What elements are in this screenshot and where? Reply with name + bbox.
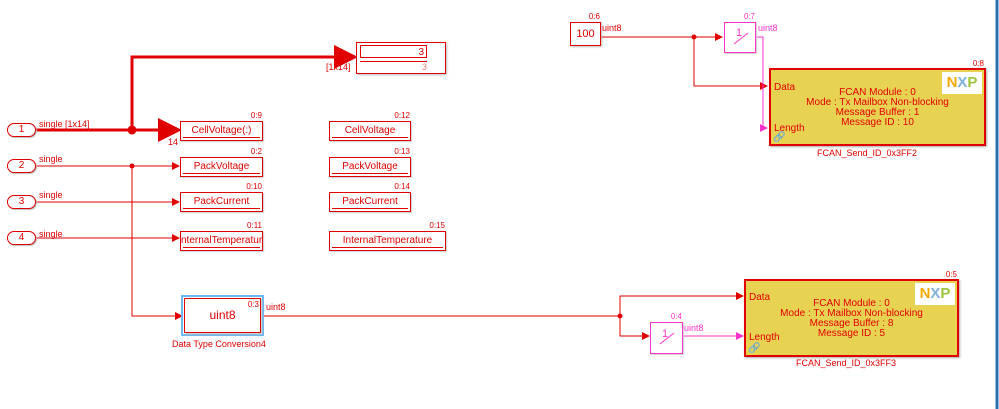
- display-packcurrent[interactable]: PackCurrent 0:10: [180, 182, 263, 212]
- block-text: 100: [576, 28, 595, 40]
- sid: 0:15: [429, 221, 445, 230]
- signal-label: uint8: [758, 23, 778, 33]
- display-packvoltage-2[interactable]: PackVoltage 0:13: [329, 147, 411, 177]
- block-name: FCAN_Send_ID_0x3FF2: [817, 148, 918, 158]
- display-label: PackCurrent: [342, 196, 398, 207]
- display-value-2: 3: [360, 61, 427, 73]
- signal-label: single: [39, 229, 63, 239]
- nxp-logo: NXP: [915, 283, 955, 305]
- nxp-logo: NXP: [942, 72, 982, 94]
- sid: 0:14: [394, 182, 410, 191]
- display-cellvoltage[interactable]: CellVoltage 0:12: [329, 111, 411, 141]
- sid: 0:5: [945, 270, 957, 279]
- inport-2[interactable]: 2: [7, 159, 36, 173]
- param: Mode : Tx Mailbox Non-blocking: [780, 308, 923, 319]
- sid: 0:7: [743, 12, 755, 21]
- block-name: FCAN_Send_ID_0x3FF3: [796, 358, 897, 368]
- data-type-conversion-block[interactable]: uint8 0:3: [184, 298, 261, 333]
- display-internaltemperature-2[interactable]: InternalTemperature 0:15: [329, 221, 446, 251]
- block-text: 1: [662, 328, 669, 340]
- inport-1[interactable]: 1: [7, 123, 36, 137]
- port-data: Data: [774, 82, 796, 93]
- signal-label: uint8: [266, 302, 286, 312]
- signal-label: single [1x14]: [39, 119, 90, 129]
- vector-display[interactable]: 3 3: [356, 42, 446, 74]
- display-label: nternalTemperatur: [181, 235, 262, 246]
- signal-label: uint8: [684, 323, 704, 333]
- port-length: Length: [774, 123, 805, 134]
- block-text: 1: [736, 27, 743, 39]
- signal-label: single: [39, 190, 63, 200]
- display-label: CellVoltage: [344, 125, 396, 136]
- param: Message ID : 5: [817, 328, 886, 339]
- sid: 0:11: [247, 221, 262, 230]
- display-cellvoltage-sel[interactable]: CellVoltage(:) 0:9: [180, 111, 263, 141]
- sid: 0:6: [588, 12, 600, 21]
- signal-label: single: [39, 154, 63, 164]
- sid: 0:4: [670, 312, 682, 321]
- block-name: Data Type Conversion4: [172, 339, 266, 349]
- display-internaltemperature[interactable]: nternalTemperatur 0:11: [180, 221, 263, 251]
- param: FCAN Module : 0: [813, 298, 890, 309]
- library-link-icon: 🔗: [748, 343, 761, 354]
- signal-label: uint8: [602, 23, 622, 33]
- sid: 0:3: [247, 300, 259, 309]
- selection-highlight: [181, 295, 264, 336]
- display-label: PackCurrent: [193, 196, 250, 207]
- display-value-1: 3: [360, 45, 427, 58]
- display-label: PackVoltage: [342, 161, 398, 172]
- sid: 0:13: [394, 147, 410, 156]
- block-text: uint8: [209, 308, 236, 322]
- display-label: PackVoltage: [193, 161, 250, 172]
- sid: 0:12: [394, 111, 410, 120]
- param: Message ID : 10: [841, 117, 914, 128]
- param: Mode : Tx Mailbox Non-blocking: [806, 97, 949, 108]
- width-label: 14: [168, 137, 179, 147]
- sid: 0:10: [246, 182, 262, 191]
- display-label: InternalTemperature: [342, 235, 433, 246]
- inport-3[interactable]: 3: [7, 195, 36, 209]
- port-length: Length: [749, 332, 780, 343]
- inport-4[interactable]: 4: [7, 231, 36, 245]
- slash-icon: [659, 332, 675, 345]
- display-packcurrent-2[interactable]: PackCurrent 0:14: [329, 182, 411, 212]
- param: Message Buffer : 1: [835, 107, 920, 118]
- param: FCAN Module : 0: [839, 87, 916, 98]
- library-link-icon: 🔗: [773, 132, 786, 143]
- display-label: CellVoltage(:): [191, 125, 252, 136]
- sid: 0:9: [250, 111, 262, 120]
- slash-icon: [733, 32, 749, 45]
- constant-block[interactable]: 100 0:6: [570, 12, 601, 46]
- param: Message Buffer : 8: [809, 318, 894, 329]
- sid: 0:8: [972, 59, 984, 68]
- port-data: Data: [749, 292, 771, 303]
- sid: 0:2: [250, 147, 262, 156]
- dims-label: [1x14]: [326, 62, 351, 72]
